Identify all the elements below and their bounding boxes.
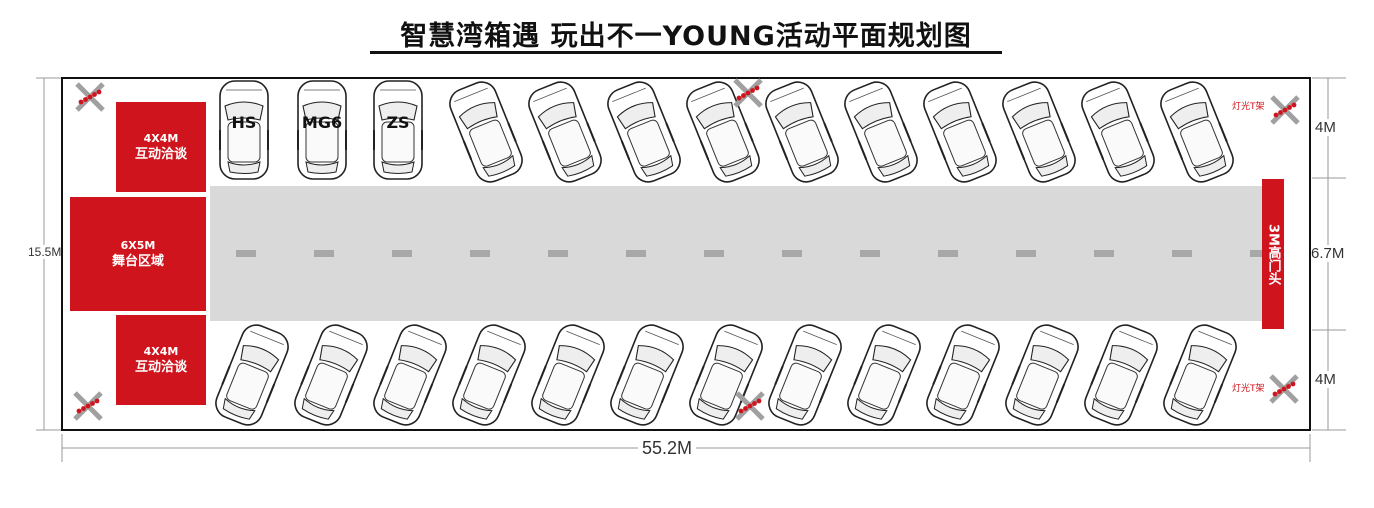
truss-icon <box>1270 95 1300 125</box>
car <box>844 81 918 183</box>
car-label: HS <box>232 113 257 132</box>
car <box>847 324 921 426</box>
road-dash <box>1094 250 1114 257</box>
car <box>610 324 684 426</box>
stage-zone-size: 6X5M <box>120 238 156 252</box>
car <box>1160 81 1234 183</box>
car <box>373 80 423 180</box>
car-label: ZS <box>386 113 409 132</box>
car <box>452 324 526 426</box>
truss-icon <box>733 78 763 108</box>
talk-zone-top: 4X4M 互动洽谈 <box>116 102 206 192</box>
stage-zone: 6X5M 舞台区域 <box>70 197 206 311</box>
car <box>765 81 839 183</box>
entrance-gate: 3M高门头 <box>1262 179 1284 329</box>
car <box>1084 324 1158 426</box>
car <box>373 324 447 426</box>
car <box>607 81 681 183</box>
truss-label-top: 灯光T架 <box>1232 102 1265 112</box>
truss-icon <box>73 391 103 421</box>
stage-zone-name: 舞台区域 <box>111 253 164 269</box>
car <box>449 81 523 183</box>
road-dash <box>782 250 802 257</box>
car-label: MG6 <box>302 113 342 132</box>
car <box>215 324 289 426</box>
talk-zone-top-name: 互动洽谈 <box>134 146 187 162</box>
car <box>1081 81 1155 183</box>
central-road <box>210 186 1268 321</box>
car <box>1163 324 1237 426</box>
car <box>926 324 1000 426</box>
dim-top-row: 4M <box>1315 119 1336 136</box>
car <box>294 324 368 426</box>
parked-cars: HS MG6 ZS <box>215 80 1237 426</box>
road-dash <box>938 250 958 257</box>
road-dash <box>314 250 334 257</box>
road-dash <box>860 250 880 257</box>
truss-icon <box>75 82 105 112</box>
talk-zone-bottom-name: 互动洽谈 <box>134 359 187 375</box>
car <box>689 324 763 426</box>
truss-label-bottom: 灯光T架 <box>1232 384 1265 394</box>
car <box>219 80 269 180</box>
road-dash <box>548 250 568 257</box>
page-title: 智慧湾箱遇 玩出不一YOUNG活动平面规划图 <box>400 21 972 52</box>
talk-zone-top-size: 4X4M <box>143 131 179 145</box>
light-trusses <box>73 78 1300 421</box>
road-dash <box>704 250 724 257</box>
truss-icon <box>1269 374 1299 404</box>
car <box>768 324 842 426</box>
car <box>1005 324 1079 426</box>
talk-zone-bottom-size: 4X4M <box>143 344 179 358</box>
road-dash <box>1250 250 1270 257</box>
road-dash <box>470 250 490 257</box>
road-centerline <box>236 250 1270 257</box>
road-dash <box>392 250 412 257</box>
title-underline <box>370 51 1002 54</box>
road-dash <box>1016 250 1036 257</box>
car <box>923 81 997 183</box>
car <box>1002 81 1076 183</box>
dim-total-width: 15.5M <box>28 245 62 259</box>
dim-total-length: 55.2M <box>638 438 697 459</box>
road-dash <box>1172 250 1192 257</box>
dim-bottom-row: 4M <box>1315 371 1336 388</box>
dim-road: 6.7M <box>1311 245 1345 262</box>
talk-zone-bottom: 4X4M 互动洽谈 <box>116 315 206 405</box>
car <box>297 80 347 180</box>
car <box>528 81 602 183</box>
car <box>686 81 760 183</box>
car <box>531 324 605 426</box>
road-dash <box>236 250 256 257</box>
road-dash <box>626 250 646 257</box>
truss-icon <box>735 391 765 421</box>
entrance-gate-label: 3M高门头 <box>1265 223 1281 285</box>
